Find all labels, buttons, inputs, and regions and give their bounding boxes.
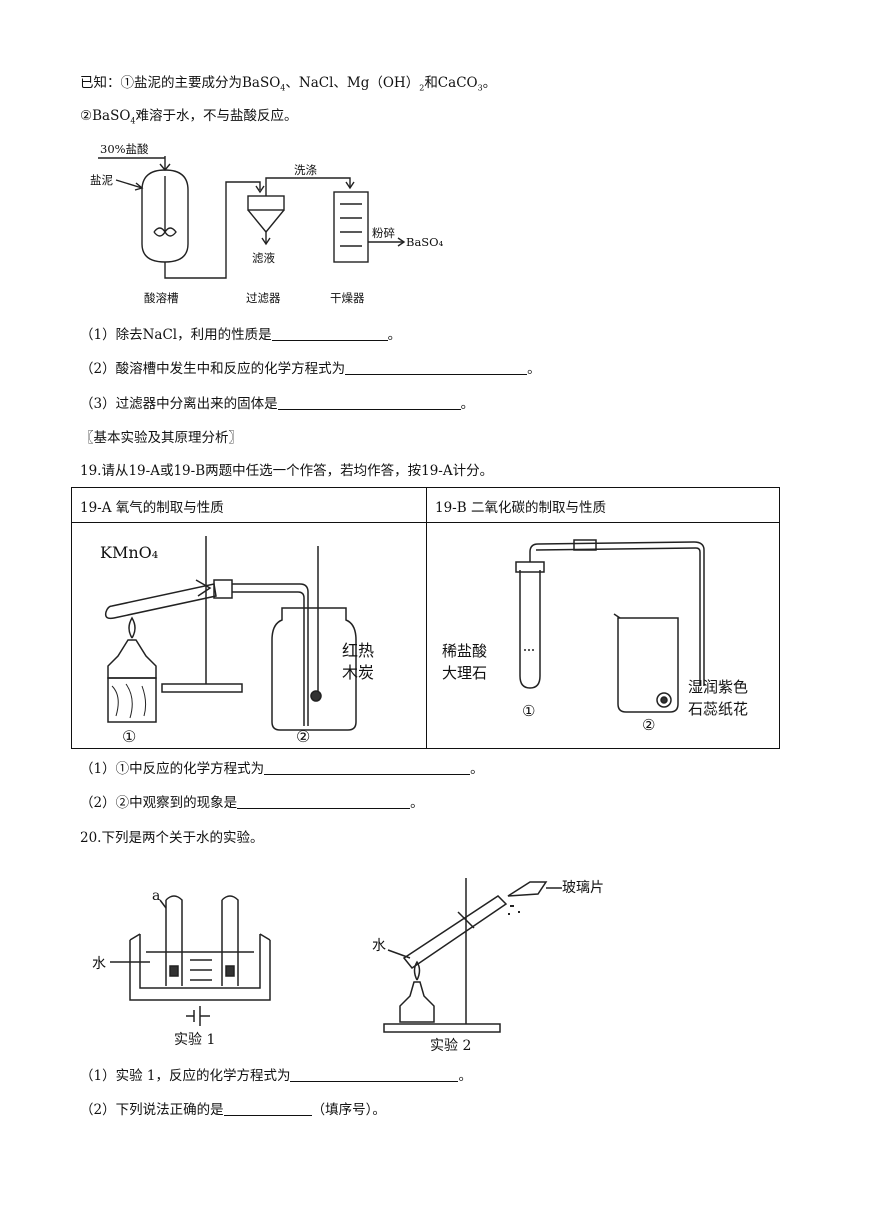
known-text: 和CaCO: [424, 75, 478, 91]
water-label: 水: [92, 956, 106, 972]
co2-apparatus-figure: 稀盐酸 大理石 湿润紫色 石蕊纸花 ① ②: [442, 539, 748, 734]
apparatus-number: ②: [642, 716, 655, 734]
section-title: 〖基本实验及其原理分析〗: [80, 430, 242, 446]
q20-stem: 20.下列是两个关于水的实验。: [80, 830, 264, 846]
tube-a-label: a: [152, 890, 160, 904]
subscript: 3: [477, 83, 483, 93]
answer-blank[interactable]: [277, 395, 461, 410]
crush-label: 粉碎: [372, 226, 395, 240]
question-text: 。: [527, 361, 541, 377]
marble-label: 大理石: [442, 664, 487, 682]
question-text: （2）酸溶槽中发生中和反应的化学方程式为: [80, 361, 346, 377]
known-line-1: 已知：①盐泥的主要成分为BaSO4、NaCl、Mg（OH）2和CaCO3。: [80, 74, 496, 98]
feed-label: 盐泥: [90, 173, 113, 187]
dilute-hcl-label: 稀盐酸: [442, 642, 487, 660]
filtrate-label: 滤液: [252, 251, 275, 265]
col-b-header: 19-B 二氧化碳的制取与性质: [435, 500, 606, 516]
filter-label: 过滤器: [246, 291, 281, 305]
q19-sub-2: （2）②中观察到的现象是 。: [80, 794, 424, 812]
apparatus-number: ①: [522, 702, 535, 720]
q18-sub-2: （2）酸溶槽中发生中和反应的化学方程式为 。: [80, 360, 541, 378]
answer-blank[interactable]: [264, 760, 471, 775]
col-a-header: 19-A 氧气的制取与性质: [80, 500, 224, 516]
known-text: 。: [482, 75, 497, 91]
dryer-label: 干燥器: [330, 291, 365, 305]
subscript: 4: [280, 83, 286, 93]
question-text: 。: [470, 761, 484, 777]
q18-sub-3: （3）过滤器中分离出来的固体是 。: [80, 395, 474, 413]
question-text: 。: [410, 795, 424, 811]
apparatus-number: ①: [122, 727, 136, 746]
glass-chip-label: 玻璃片: [562, 879, 604, 896]
known-text: 、NaCl、Mg（OH）: [285, 75, 420, 91]
product-label: BaSO₄: [406, 235, 444, 249]
question-text: 。: [387, 327, 402, 343]
known-text: 难溶于水，不与盐酸反应。: [135, 108, 298, 124]
known-text: 已知：①盐泥的主要成分为BaSO: [80, 75, 281, 91]
water-label: 水: [372, 938, 386, 954]
litmus-flower-label: 石蕊纸花: [688, 700, 748, 718]
apparatus-number: ②: [296, 727, 310, 746]
question-text: （3）过滤器中分离出来的固体是: [80, 396, 278, 412]
question-text: 。: [458, 1068, 472, 1084]
red-hot-label: 红热: [342, 641, 374, 660]
experiment-1-figure: a 水 实验 1: [92, 890, 271, 1048]
answer-blank[interactable]: [271, 326, 388, 341]
answer-blank[interactable]: [223, 1101, 312, 1116]
question-text: （1）①中反应的化学方程式为: [80, 761, 265, 777]
q20-sub-2: （2）下列说法正确的是 （填序号）。: [80, 1101, 386, 1119]
wash-label: 洗涤: [294, 163, 317, 177]
q19-stem: 19.请从19-A或19-B两题中任选一个作答，若均作答，按19-A计分。: [80, 463, 494, 479]
experiment-1-caption: 实验 1: [174, 1032, 215, 1048]
q18-sub-1: （1）除去NaCl，利用的性质是 。: [80, 326, 401, 344]
experiment-2-caption: 实验 2: [430, 1038, 471, 1054]
q19-sub-1: （1）①中反应的化学方程式为 。: [80, 760, 484, 778]
table-divider: [426, 488, 427, 748]
experiment-2-figure: 水 玻璃片 实验 2: [372, 878, 604, 1054]
q19-table: 19-A 氧气的制取与性质 19-B 二氧化碳的制取与性质 KMnO₄: [71, 487, 780, 749]
reagent-label: 30%盐酸: [100, 142, 149, 156]
table-divider: [72, 522, 779, 523]
moist-purple-label: 湿润紫色: [688, 678, 748, 696]
answer-blank[interactable]: [345, 360, 528, 375]
answer-blank[interactable]: [237, 794, 411, 809]
acid-tank-label: 酸溶槽: [144, 291, 179, 305]
subscript: 4: [130, 116, 136, 126]
question-text: （2）②中观察到的现象是: [80, 795, 238, 811]
charcoal-label: 木炭: [342, 663, 374, 682]
question-text: （填序号）。: [311, 1102, 386, 1118]
known-text: ②BaSO: [80, 108, 131, 124]
question-text: （1）实验 1，反应的化学方程式为: [80, 1068, 291, 1084]
known-line-2: ②BaSO4难溶于水，不与盐酸反应。: [80, 107, 297, 131]
q20-sub-1: （1）实验 1，反应的化学方程式为 。: [80, 1067, 472, 1085]
subscript: 2: [419, 83, 425, 93]
question-text: 。: [460, 396, 475, 412]
process-flow-diagram: 30%盐酸 盐泥 洗涤 滤液 粉碎 BaSO₄ 酸溶槽 过滤器 干燥器: [90, 142, 444, 305]
question-text: （1）除去NaCl，利用的性质是: [80, 327, 272, 343]
question-text: （2）下列说法正确的是: [80, 1102, 224, 1118]
oxygen-apparatus-figure: KMnO₄ 红热 木炭 ① ②: [100, 536, 374, 746]
kmno4-label: KMnO₄: [100, 543, 158, 562]
answer-blank[interactable]: [290, 1067, 459, 1082]
